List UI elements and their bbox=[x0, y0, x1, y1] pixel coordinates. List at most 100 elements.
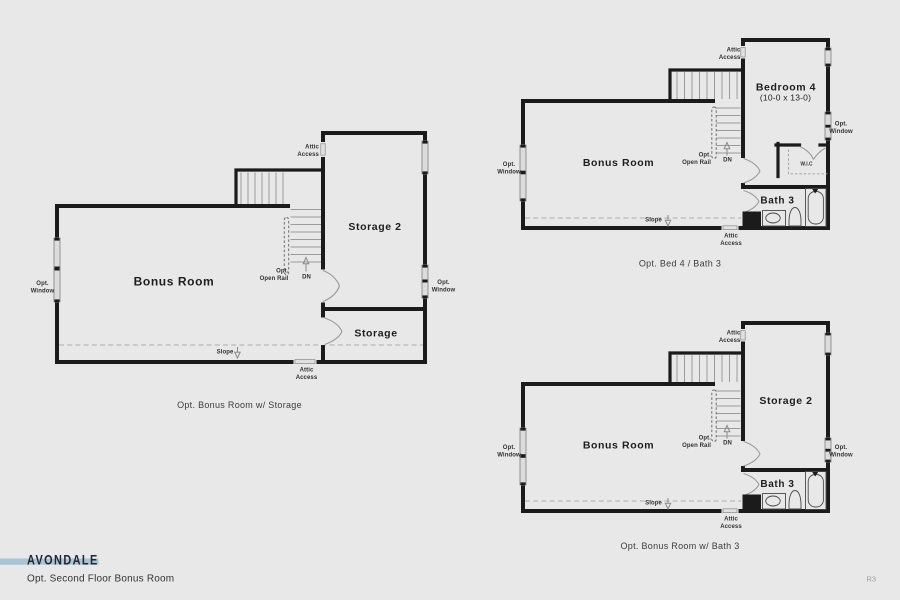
window bbox=[824, 437, 832, 463]
bathroom-fixtures bbox=[742, 188, 827, 228]
wic-outline bbox=[788, 149, 828, 175]
sheet-subtitle: Opt. Second Floor Bonus Room bbox=[27, 574, 174, 585]
attic-access-label: Access bbox=[720, 241, 742, 247]
bedroom4-dimensions: (10-0 x 13-0) bbox=[760, 93, 811, 103]
down-arrow-icon bbox=[302, 256, 310, 272]
attic-access-panel bbox=[294, 359, 316, 364]
open-rail-label: Opt. bbox=[699, 153, 712, 159]
down-arrow-icon bbox=[723, 424, 731, 439]
open-rail-label: Opt. bbox=[699, 436, 712, 442]
door-gap bbox=[738, 441, 748, 466]
opt-window-label: Window bbox=[497, 170, 521, 176]
attic-access-label: Access bbox=[719, 338, 741, 344]
staircase bbox=[240, 172, 321, 263]
attic-access-panel bbox=[722, 508, 738, 513]
footer: AVONDALE Opt. Second Floor Bonus Room R3 bbox=[0, 552, 877, 585]
open-rail-label: Open Rail bbox=[682, 443, 711, 449]
opt-window-label: Opt. bbox=[437, 280, 450, 286]
door-opening-marker bbox=[743, 472, 760, 497]
attic-access-label: Attic bbox=[305, 145, 319, 151]
door-gap bbox=[319, 269, 328, 303]
opt-window-label: Opt. bbox=[835, 445, 848, 451]
room-label-storage: Storage bbox=[354, 328, 397, 340]
attic-access-label: Access bbox=[720, 524, 742, 530]
room-label-bath3: Bath 3 bbox=[760, 479, 794, 490]
floor-plan-bed4-bath3: Bonus Room Bedroom 4 (10-0 x 13-0) Bath … bbox=[497, 38, 853, 269]
open-rail bbox=[283, 217, 290, 275]
door-gap bbox=[738, 158, 748, 183]
dn-label: DN bbox=[723, 158, 732, 164]
floor-plan-bonus-storage: Bonus Room Storage 2 Storage Attic Acces… bbox=[31, 131, 456, 410]
revision-code: R3 bbox=[867, 575, 877, 584]
plan-caption: Opt. Bonus Room w/ Bath 3 bbox=[620, 541, 739, 551]
bathtub bbox=[805, 471, 827, 510]
opt-window-label: Window bbox=[31, 289, 55, 295]
dn-label: DN bbox=[302, 275, 311, 281]
stair-treads-upper bbox=[676, 72, 738, 99]
attic-access-label: Access bbox=[297, 152, 319, 158]
open-rail bbox=[711, 389, 717, 442]
attic-access-label: Attic bbox=[724, 234, 738, 240]
open-rail-label: Open Rail bbox=[260, 276, 289, 282]
opt-window-label: Window bbox=[432, 288, 456, 294]
room-label-bedroom4: Bedroom 4 bbox=[756, 82, 816, 94]
sink-basin bbox=[765, 495, 781, 507]
toilet bbox=[788, 490, 802, 510]
door-opening-marker bbox=[743, 189, 760, 214]
opt-window-label: Opt. bbox=[36, 281, 49, 287]
opt-window-label: Opt. bbox=[503, 445, 516, 451]
walls-stair-enclosure bbox=[668, 351, 745, 386]
attic-access-label: Attic bbox=[300, 368, 314, 374]
opt-window-label: Opt. bbox=[503, 162, 516, 168]
slope-label: Slope bbox=[645, 501, 662, 507]
staircase bbox=[676, 72, 741, 154]
accent-bar bbox=[0, 558, 99, 565]
dn-label: DN bbox=[723, 441, 732, 447]
plan-caption: Opt. Bed 4 / Bath 3 bbox=[639, 259, 721, 269]
attic-access-panel bbox=[320, 143, 326, 156]
room-label-storage2: Storage 2 bbox=[759, 395, 812, 407]
door-opening-marker bbox=[324, 317, 343, 346]
opt-window-label: Window bbox=[829, 129, 853, 135]
faucet-icon bbox=[812, 189, 819, 194]
room-label-bonus: Bonus Room bbox=[583, 157, 654, 169]
sink bbox=[762, 493, 786, 510]
stair-treads-upper bbox=[240, 172, 284, 204]
door-opening-marker bbox=[322, 269, 341, 303]
window bbox=[53, 237, 61, 303]
window bbox=[824, 47, 832, 67]
plumbing-wall bbox=[742, 494, 761, 511]
stair-treads-upper bbox=[676, 355, 738, 382]
attic-access-label: Attic bbox=[727, 331, 741, 337]
open-rail-label: Opt. bbox=[276, 269, 289, 275]
floor-plan-bonus-bath3: Bonus Room Storage 2 Bath 3 Attic Access… bbox=[497, 321, 853, 551]
window bbox=[519, 427, 527, 486]
room-label-bonus: Bonus Room bbox=[134, 275, 215, 289]
attic-access-panel bbox=[740, 47, 746, 58]
door-opening-marker bbox=[743, 157, 761, 184]
window bbox=[824, 332, 832, 356]
door-opening-marker bbox=[743, 440, 761, 467]
opt-window-label: Opt. bbox=[835, 122, 848, 128]
window bbox=[421, 264, 429, 299]
opt-window-label: Window bbox=[497, 453, 521, 459]
stair-treads-lower bbox=[290, 209, 321, 263]
attic-access-label: Attic bbox=[724, 517, 738, 523]
room-label-wic: W.I.C bbox=[800, 162, 813, 168]
open-rail-label: Open Rail bbox=[682, 160, 711, 166]
slope-arrow-icon bbox=[664, 215, 672, 228]
room-label-storage2: Storage 2 bbox=[348, 221, 401, 233]
slope-arrow-icon bbox=[234, 347, 241, 360]
bathtub bbox=[805, 188, 827, 227]
slope-arrow-icon bbox=[664, 498, 672, 511]
bathtub-basin bbox=[807, 474, 824, 508]
sink-basin bbox=[765, 212, 781, 224]
faucet-icon bbox=[812, 472, 819, 477]
window bbox=[519, 144, 527, 202]
slope-label: Slope bbox=[645, 218, 662, 224]
bathroom-fixtures bbox=[742, 471, 827, 511]
attic-access-panel bbox=[722, 225, 738, 230]
sink bbox=[762, 210, 786, 227]
walls-stair-enclosure bbox=[234, 168, 325, 208]
